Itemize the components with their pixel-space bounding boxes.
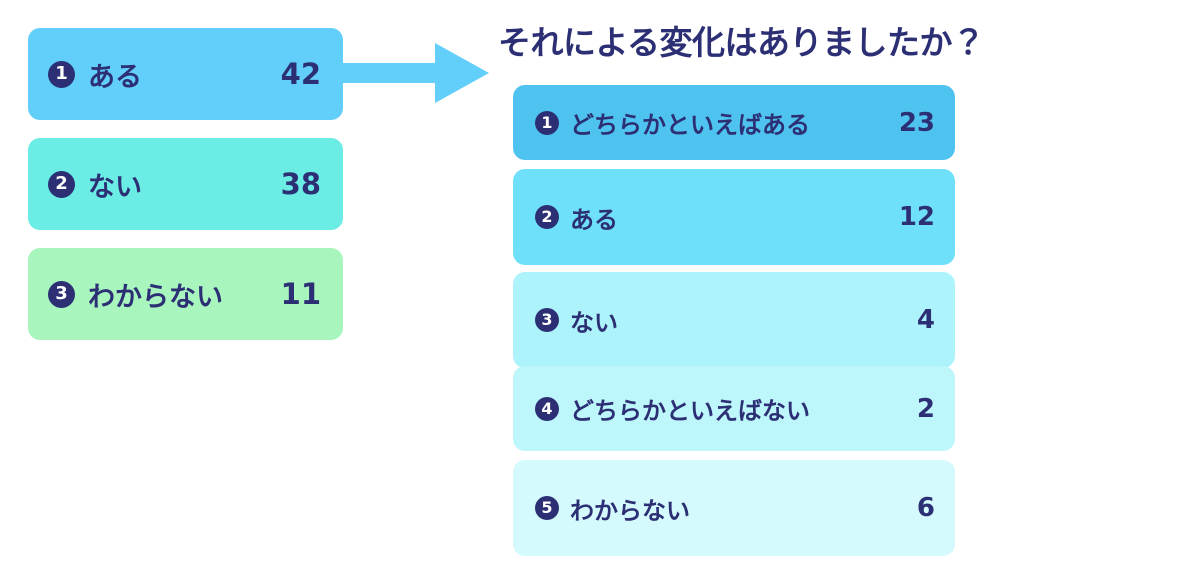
left-option-row-3-content: 3 わからない 11 bbox=[28, 275, 343, 314]
left-option-row-1-content: 1 ある 42 bbox=[28, 55, 343, 94]
right-arrow-icon bbox=[337, 43, 489, 103]
left-option-count-3: 11 bbox=[280, 277, 321, 311]
right-option-count-4: 2 bbox=[916, 393, 935, 424]
right-option-row-2-content: 2 ある 12 bbox=[513, 200, 955, 235]
right-option-label-3: ない bbox=[570, 308, 618, 337]
right-option-row-1-content: 1 どちらかといえばある 23 bbox=[513, 105, 955, 140]
left-results-panel: 1 ある 42 2 ない 38 3 わからない 11 bbox=[0, 0, 360, 581]
right-option-count-5: 6 bbox=[916, 493, 935, 523]
rank-badge-3-icon: 3 bbox=[48, 280, 75, 308]
right-option-label-2: ある bbox=[570, 205, 618, 234]
rank-badge-4-icon: 4 bbox=[535, 396, 559, 421]
left-option-label-1: ある bbox=[88, 61, 142, 93]
right-option-count-1: 23 bbox=[898, 107, 935, 138]
right-option-row-3-content: 3 ない 4 bbox=[513, 303, 955, 338]
right-option-row-3[interactable]: 3 ない 4 bbox=[513, 272, 955, 368]
rank-badge-1-icon: 1 bbox=[535, 110, 559, 135]
rank-badge-3-icon: 3 bbox=[535, 308, 559, 332]
right-option-count-2: 12 bbox=[898, 202, 935, 232]
rank-badge-1-icon: 1 bbox=[48, 60, 75, 88]
right-option-label-4: どちらかといえばない bbox=[570, 397, 810, 425]
right-option-row-5[interactable]: 5 わからない 6 bbox=[513, 460, 955, 556]
right-option-label-1: どちらかといえばある bbox=[570, 111, 810, 139]
rank-badge-2-icon: 2 bbox=[48, 170, 75, 198]
right-option-row-4[interactable]: 4 どちらかといえばない 2 bbox=[513, 366, 955, 451]
right-option-label-5: わからない bbox=[570, 496, 690, 525]
left-option-label-2: ない bbox=[88, 171, 142, 203]
rank-badge-5-icon: 5 bbox=[535, 496, 559, 520]
right-results-panel: それによる変化はありましたか？ 1 どちらかといえばある 23 2 ある 1 2 … bbox=[495, 0, 1200, 581]
right-option-row-5-content: 5 わからない 6 bbox=[513, 491, 955, 526]
left-option-count-2: 38 bbox=[280, 167, 321, 201]
left-option-row-2[interactable]: 2 ない 38 bbox=[28, 138, 343, 230]
right-option-row-1[interactable]: 1 どちらかといえばある 23 bbox=[513, 85, 955, 160]
right-option-row-2[interactable]: 2 ある 12 bbox=[513, 169, 955, 265]
rank-badge-2-icon: 2 bbox=[535, 205, 559, 229]
left-option-row-1[interactable]: 1 ある 42 bbox=[28, 28, 343, 120]
right-option-count-3: 4 bbox=[916, 305, 935, 335]
left-option-row-3[interactable]: 3 わからない 11 bbox=[28, 248, 343, 340]
left-option-label-3: わからない bbox=[88, 281, 223, 313]
left-option-count-1: 42 bbox=[280, 57, 321, 91]
right-panel-title: それによる変化はありましたか？ bbox=[498, 23, 985, 62]
right-option-row-4-content: 4 どちらかといえばない 2 bbox=[513, 391, 955, 426]
left-option-row-2-content: 2 ない 38 bbox=[28, 165, 343, 204]
